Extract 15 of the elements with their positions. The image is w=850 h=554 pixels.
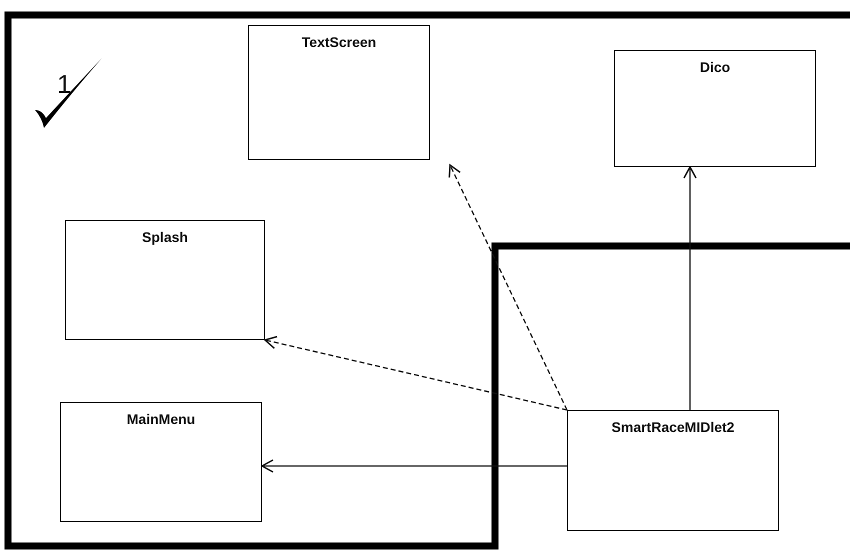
step-number: 1 [57, 71, 72, 97]
class-name: TextScreen [302, 34, 376, 50]
class-box [60, 402, 262, 522]
association-arrow [261, 459, 567, 473]
association-arrow [683, 166, 697, 410]
class-name: Splash [142, 229, 188, 245]
class-box [65, 220, 265, 340]
class-box [614, 50, 816, 167]
class-name: Dico [700, 59, 730, 75]
class-name: SmartRaceMIDlet2 [612, 419, 734, 435]
class-box [567, 410, 779, 531]
class-box [248, 25, 430, 160]
dependency-arrow [448, 164, 568, 410]
class-name: MainMenu [126, 411, 196, 427]
dependency-arrow [264, 336, 568, 411]
